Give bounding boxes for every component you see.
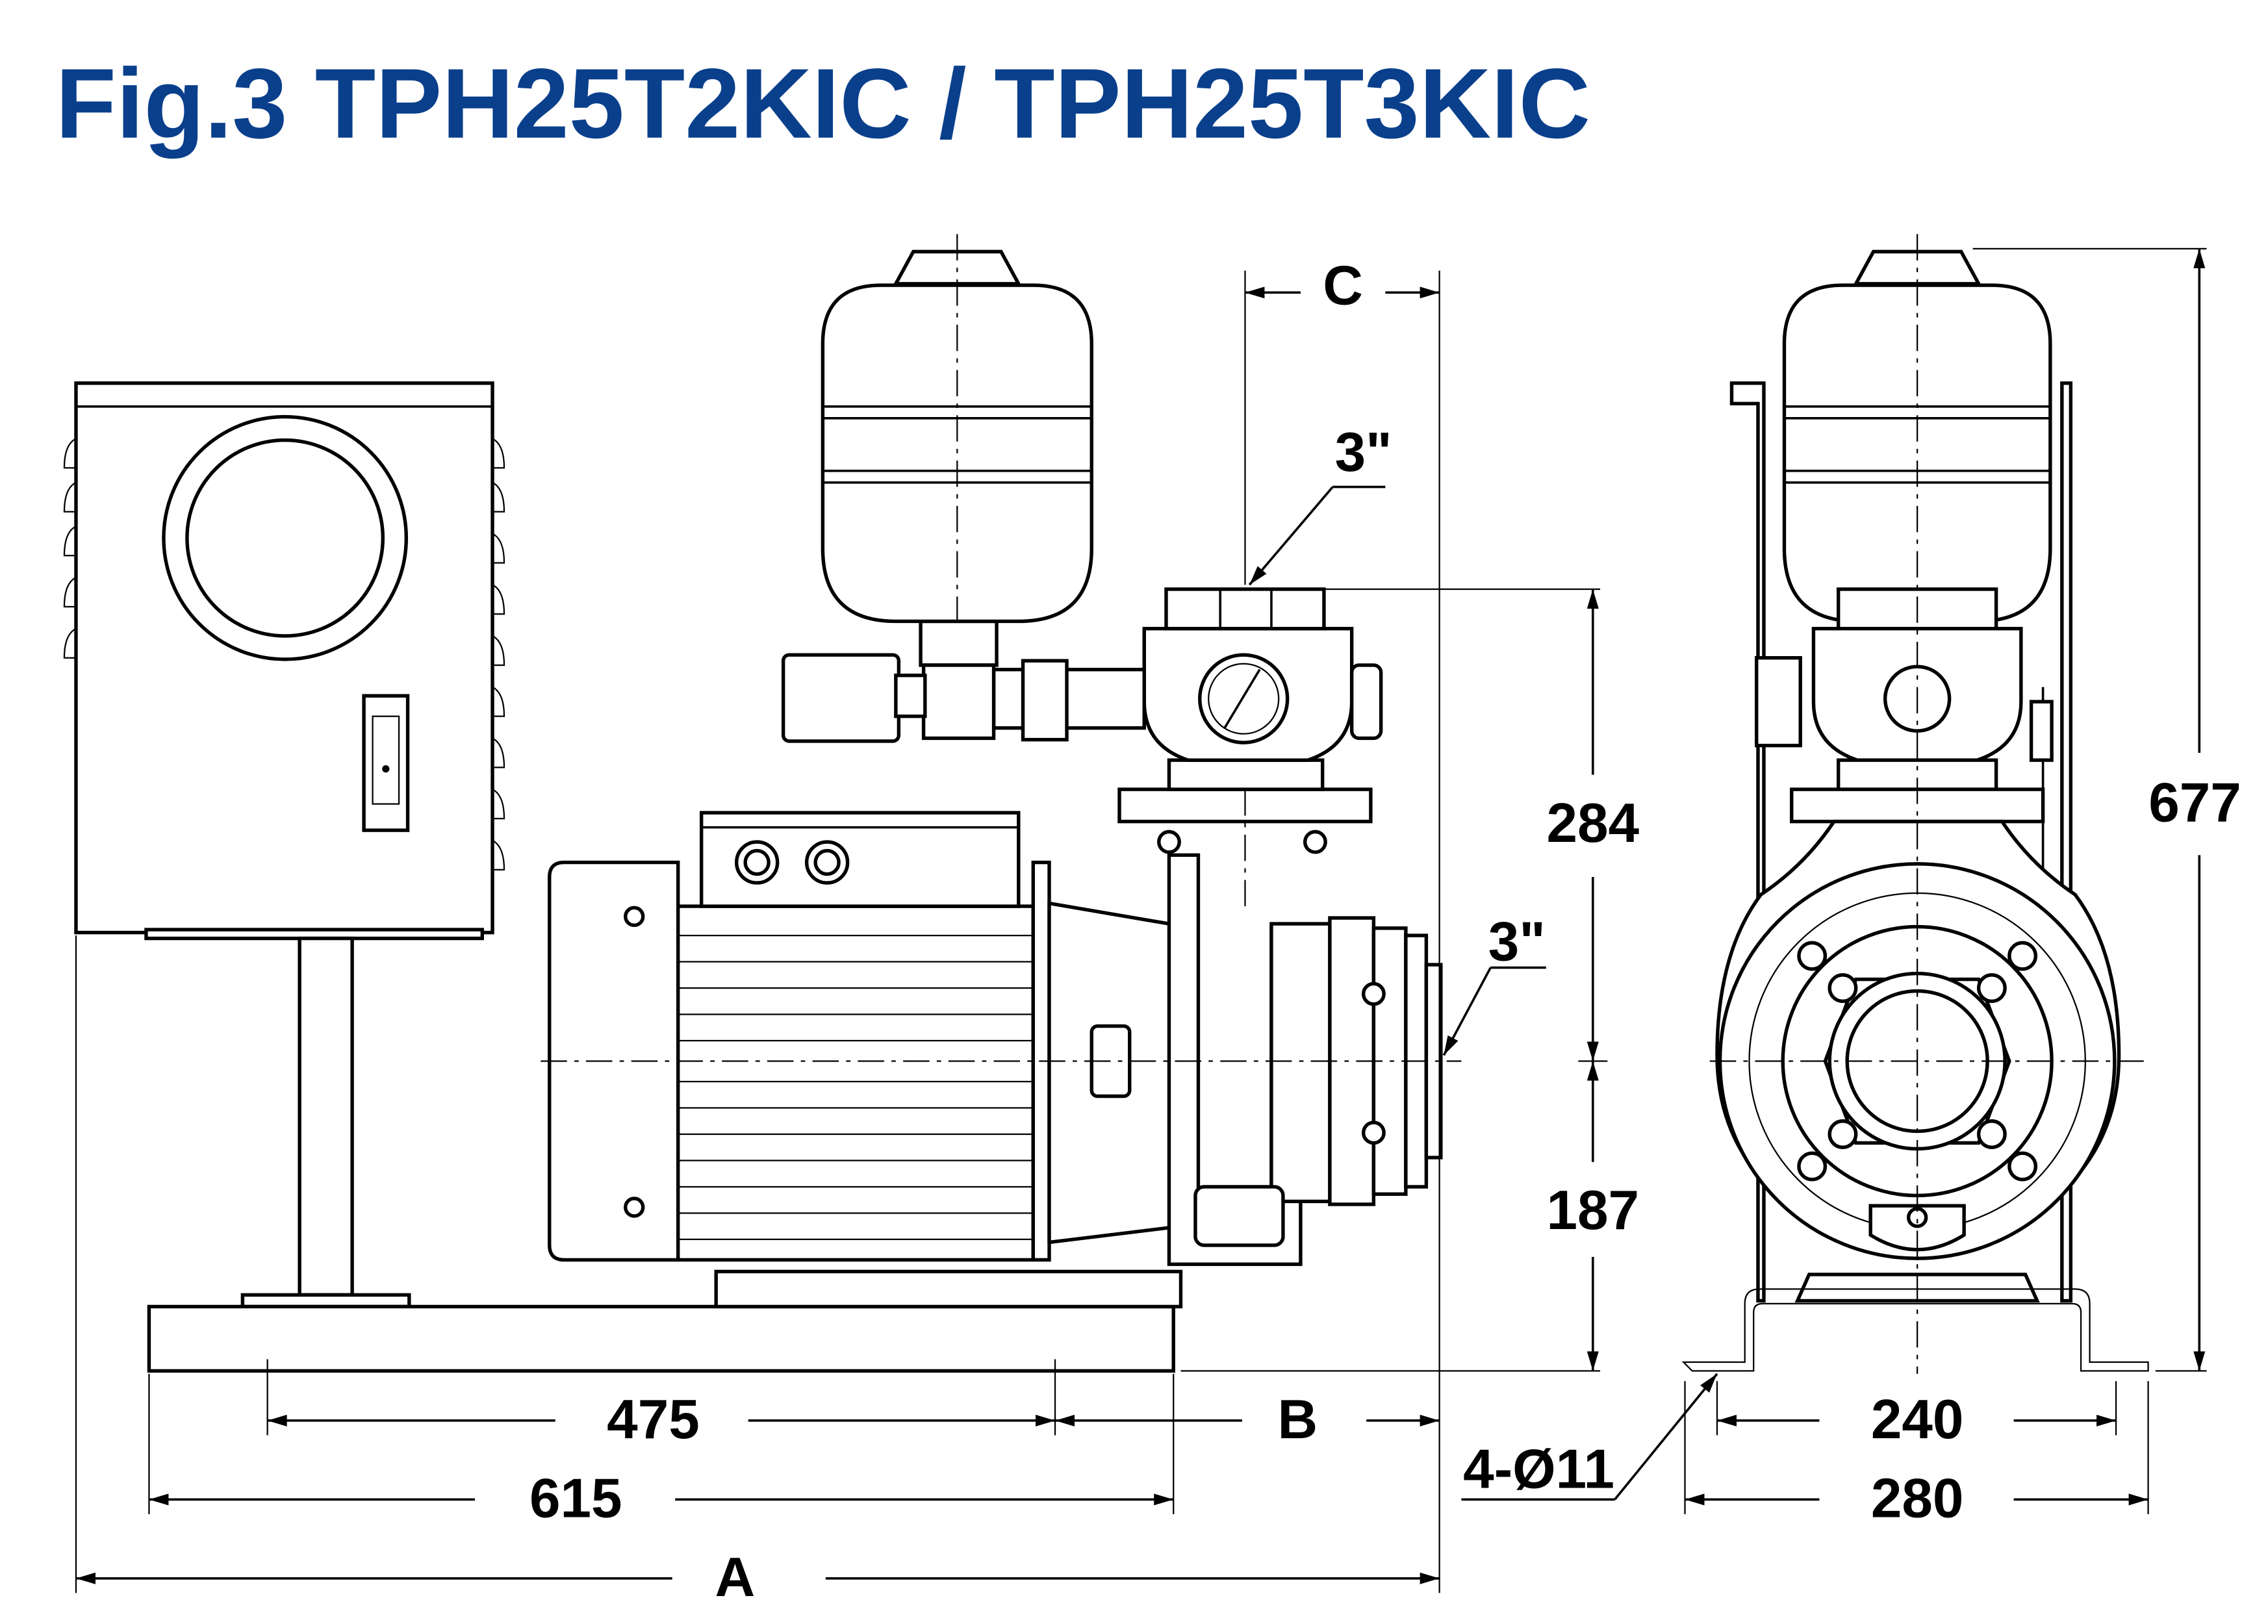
dim-holes: 4-Ø11: [1463, 1438, 1614, 1500]
dim-base-width: 280: [1871, 1467, 1964, 1529]
dim-c-label: C: [1323, 255, 1363, 316]
motor: [548, 811, 1183, 1309]
dim-inlet-size: 3": [1488, 911, 1546, 972]
control-box: [63, 381, 505, 1309]
dim-outlet-size: 3": [1335, 422, 1392, 483]
base-frame: [147, 1304, 1175, 1373]
dim-total-height: 677: [2148, 772, 2241, 834]
figure-title: Fig.3 TPH25T2KIC / TPH25T3KIC: [55, 49, 1590, 159]
dim-center-height: 187: [1546, 1180, 1639, 1241]
pump-head: [781, 587, 1443, 1266]
dim-b-label: B: [1278, 1389, 1318, 1451]
pressure-gauge: [1198, 653, 1290, 744]
pump-front-view: [1681, 234, 2149, 1374]
dim-base-holes: 475: [607, 1389, 700, 1451]
pressure-switch: [781, 653, 901, 743]
dim-outlet-height: 284: [1546, 793, 1639, 854]
dim-base-length: 615: [529, 1467, 622, 1529]
dim-hole-spacing: 240: [1871, 1389, 1964, 1451]
dim-a-label: A: [715, 1547, 756, 1608]
dimension-lines: [75, 247, 2207, 1593]
